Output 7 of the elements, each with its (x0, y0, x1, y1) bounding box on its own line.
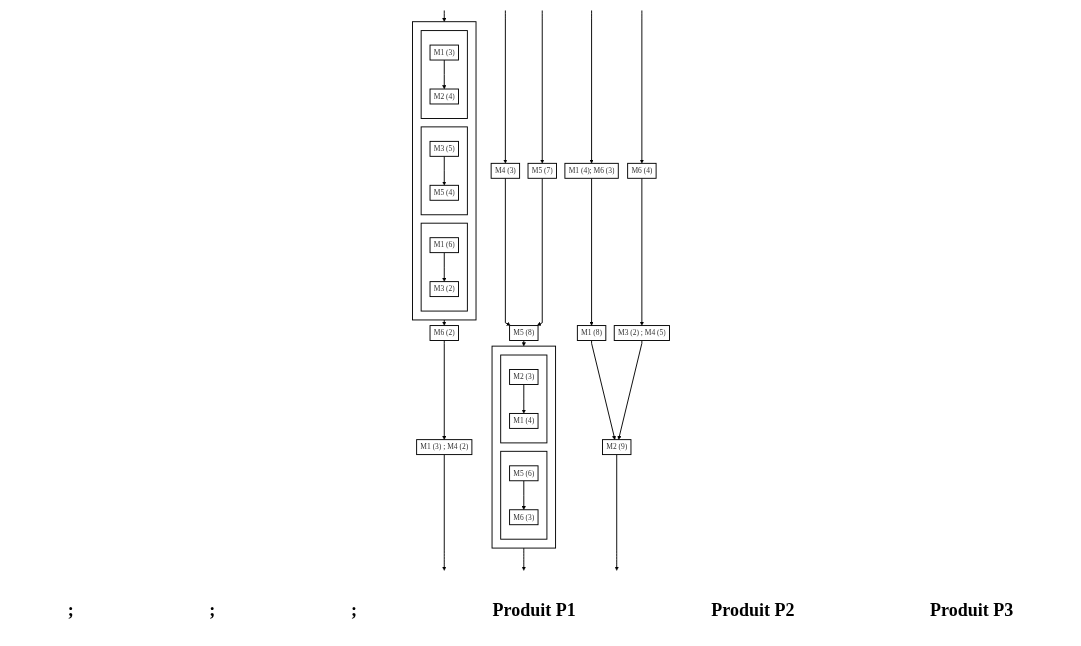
arrow (441, 319, 446, 326)
separator-text: ; (209, 599, 216, 621)
separator-text: ; (350, 599, 357, 621)
product-caption: Produit P2 (711, 599, 795, 621)
product-caption: Produit P3 (930, 599, 1014, 621)
separator-text: ; (67, 599, 74, 621)
product-caption: Produit P1 (492, 599, 576, 621)
